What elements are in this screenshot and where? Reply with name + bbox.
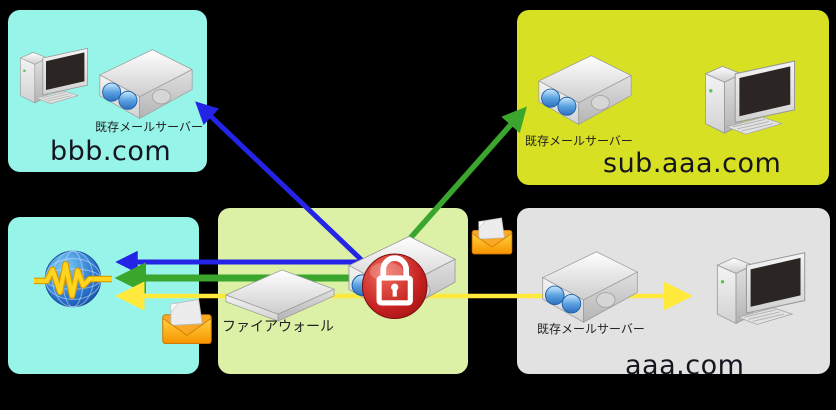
- mail-server-label-bbb: 既存メールサーバー: [95, 120, 203, 134]
- mail-envelope-icon: [162, 298, 212, 344]
- zone-sub-aaa: 既存メールサーバー sub.aaa.com: [517, 10, 829, 185]
- firewall-label: ファイアウォール: [222, 319, 334, 335]
- desktop-pc-icon: [19, 47, 88, 104]
- zone-label-aaa: aaa.com: [625, 350, 745, 374]
- zone-aaa: 既存メールサーバー aaa.com: [517, 208, 830, 374]
- zone-label-sub-aaa: sub.aaa.com: [603, 148, 782, 179]
- mail-server-icon: [99, 49, 193, 120]
- mail-server-icon: [541, 251, 639, 323]
- mail-envelope-icon: [471, 217, 513, 255]
- mail-server-icon: [538, 55, 632, 126]
- mail-server-label-aaa: 既存メールサーバー: [537, 322, 645, 336]
- zone-label-bbb: bbb.com: [50, 136, 172, 167]
- desktop-pc-icon: [704, 60, 796, 135]
- firewall-appliance-icon: [224, 269, 336, 322]
- mail-server-label-sub-aaa: 既存メールサーバー: [525, 134, 633, 148]
- locked-gateway-server-icon: [348, 235, 456, 319]
- zone-firewall: ファイアウォール: [218, 208, 468, 374]
- internet-icon: [34, 250, 112, 308]
- desktop-pc-icon: [716, 252, 806, 325]
- zone-bbb: 既存メールサーバー bbb.com: [8, 10, 207, 172]
- lock-icon: [361, 253, 428, 319]
